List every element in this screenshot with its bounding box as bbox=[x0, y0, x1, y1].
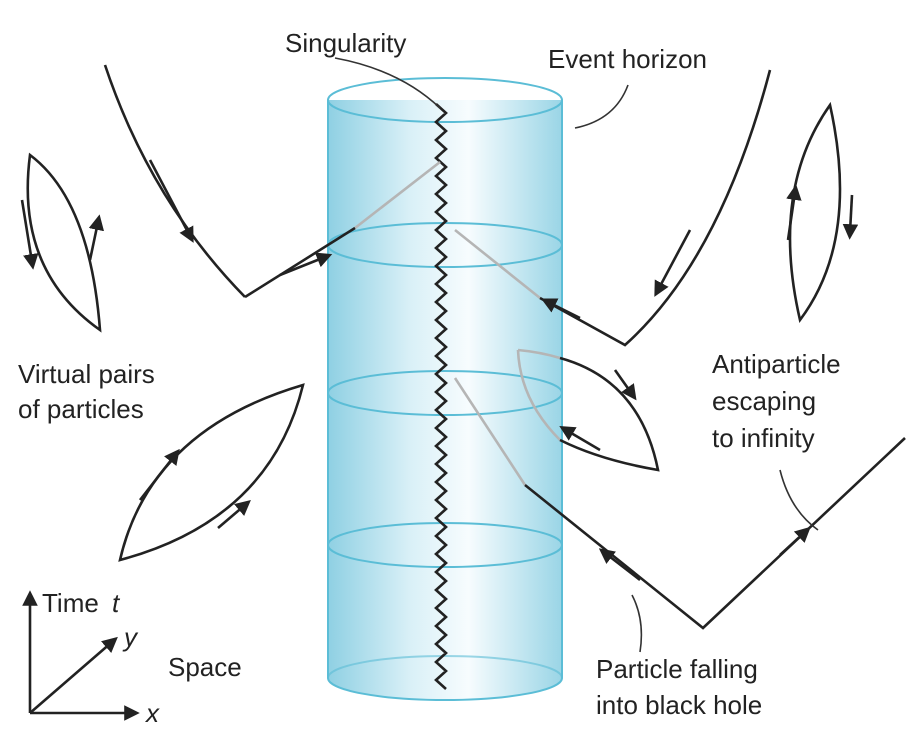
horizon-ring bbox=[327, 522, 563, 568]
singularity-zigzag bbox=[434, 103, 448, 690]
particle-falling-label: into black hole bbox=[596, 690, 762, 720]
virtual-pairs-label: Virtual pairs bbox=[18, 359, 155, 389]
particle-falling-label: Particle falling bbox=[596, 654, 758, 684]
y-axis-label: y bbox=[122, 622, 139, 652]
antiparticle-label: Antiparticle bbox=[712, 349, 841, 379]
axes bbox=[22, 590, 140, 721]
space-label: Space bbox=[168, 652, 242, 682]
y-axis bbox=[29, 636, 118, 714]
leader-lines bbox=[334, 57, 819, 653]
event-horizon-label: Event horizon bbox=[548, 44, 707, 74]
inside-paths bbox=[354, 160, 561, 486]
antiparticle-label: escaping bbox=[712, 386, 816, 416]
horizon-ring bbox=[327, 370, 563, 416]
antiparticle-label: to infinity bbox=[712, 423, 815, 453]
virtual-pairs-label: of particles bbox=[18, 394, 144, 424]
particle-trajectories bbox=[20, 64, 906, 630]
x-axis-label: x bbox=[144, 698, 160, 728]
horizon-ring-top bbox=[327, 77, 563, 123]
singularity-label: Singularity bbox=[285, 28, 406, 58]
time-label: Time bbox=[42, 588, 99, 618]
time-variable-label: t bbox=[112, 588, 121, 618]
